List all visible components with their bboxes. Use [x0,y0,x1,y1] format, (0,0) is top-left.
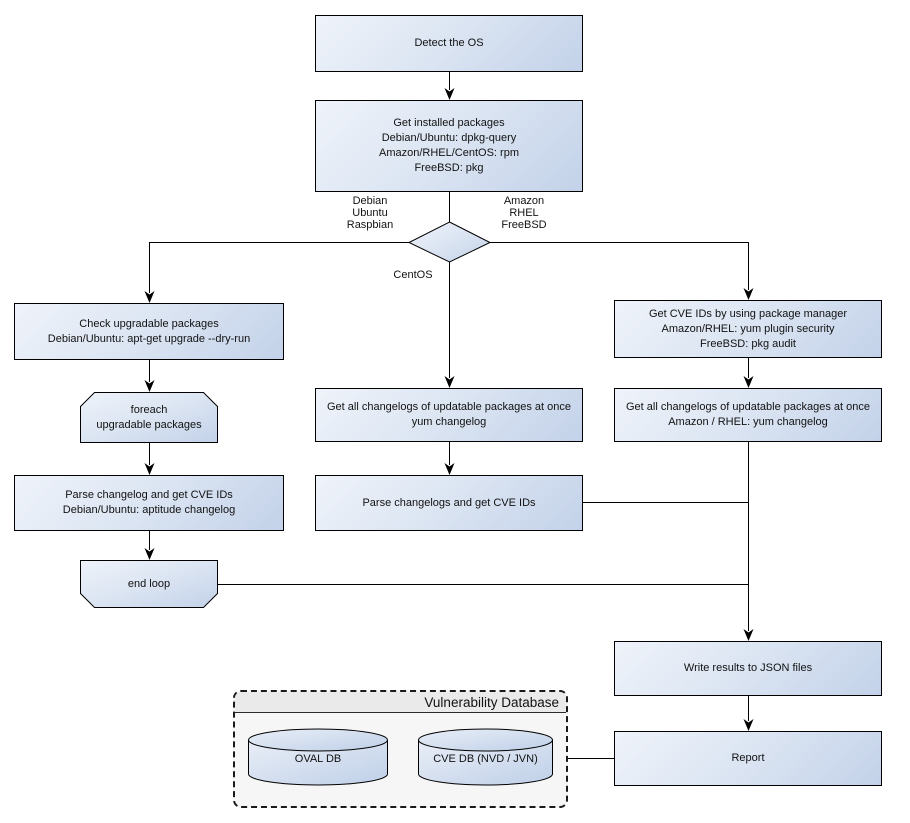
node-foreach-loop: foreach upgradable packages [80,392,218,443]
node-foreach-loop-label: foreach upgradable packages [96,403,202,431]
oval-db-cylinder: OVAL DB [248,728,388,786]
cve-db-label: CVE DB (NVD / JVN) [433,753,538,765]
node-write-results: Write results to JSON files [614,641,882,696]
os-decision-diamond [407,221,492,263]
database-cylinder-icon [418,728,553,786]
loop-start-shape [80,392,218,443]
node-parse-changelog-deb: Parse changelog and get CVE IDs Debian/U… [14,475,284,531]
loop-end-shape [80,560,218,608]
node-get-installed-packages: Get installed packages Debian/Ubuntu: dp… [315,100,583,192]
cve-db-cylinder: CVE DB (NVD / JVN) [418,728,553,786]
node-get-changelogs-centos: Get all changelogs of updatable packages… [315,388,583,442]
branch-label-centos: CentOS [393,269,433,281]
node-get-cve-ids-pkg-mgr: Get CVE IDs by using package manager Ama… [614,300,882,358]
vulnerability-database-title: Vulnerability Database [424,694,559,710]
node-get-changelogs-amazon-rhel-label: Get all changelogs of updatable packages… [625,401,870,428]
node-report-label: Report [731,752,765,764]
node-check-upgradable-label: Check upgradable packages Debian/Ubuntu:… [47,317,251,345]
node-end-loop: end loop [80,560,218,608]
node-parse-changelogs-centos-label: Parse changelogs and get CVE IDs [362,496,536,509]
node-get-cve-ids-pkg-mgr-label: Get CVE IDs by using package manager Ama… [648,307,848,350]
node-get-changelogs-amazon-rhel: Get all changelogs of updatable packages… [614,388,882,442]
node-check-upgradable: Check upgradable packages Debian/Ubuntu:… [14,303,284,360]
node-parse-changelog-deb-label: Parse changelog and get CVE IDs Debian/U… [62,489,236,516]
node-report: Report [614,731,882,786]
database-cylinder-icon [248,728,388,786]
node-get-changelogs-centos-label: Get all changelogs of updatable packages… [326,401,571,428]
oval-db-label: OVAL DB [294,753,342,765]
node-detect-os-label: Detect the OS [414,37,484,49]
branch-label-debian: Debian Ubuntu Raspbian [346,195,394,231]
vulnerability-database-header: Vulnerability Database [235,692,566,713]
node-get-installed-packages-label: Get installed packages Debian/Ubuntu: dp… [379,117,519,174]
node-detect-os: Detect the OS [315,15,583,72]
branch-label-amazon: Amazon RHEL FreeBSD [501,195,547,231]
node-write-results-label: Write results to JSON files [683,662,813,674]
node-end-loop-label: end loop [127,577,171,590]
node-parse-changelogs-centos: Parse changelogs and get CVE IDs [315,475,583,531]
